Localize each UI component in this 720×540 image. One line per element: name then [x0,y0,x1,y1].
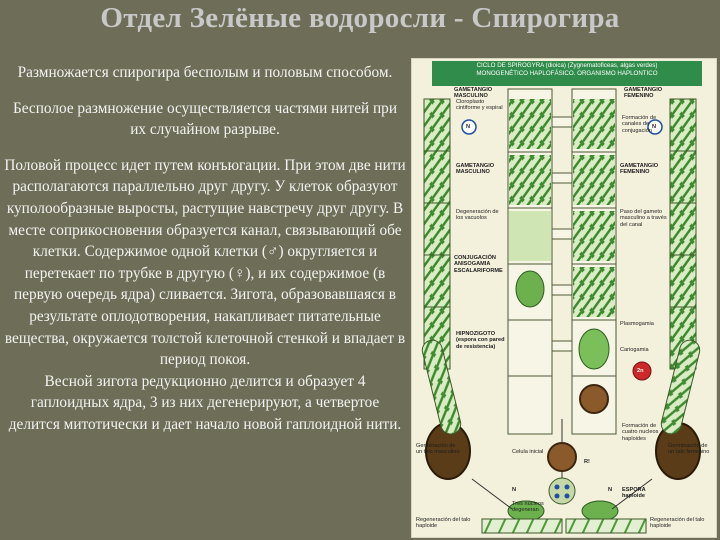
male-filament-left [423,98,451,370]
slide-title: Отдел Зелёные водоросли - Спирогира [100,2,620,34]
label-n-left: N [466,124,471,130]
meiosis-stage [507,442,619,522]
label-regeneration-right: Regeneración del talo haploide [650,517,705,530]
label-n-bottom-left: N [512,487,517,493]
label-male-germination: Germinación de un talo masculino [416,443,460,456]
label-n-bottom-right: N [608,487,613,493]
label-initial-cell: Celula inicial [512,449,544,455]
paragraph-reproduction: Размножается спирогира бесполым и половы… [17,64,393,81]
paragraph-asexual: Бесполое размножение осуществляется част… [12,99,398,139]
germinating-zygote-right [655,339,701,480]
conjugating-cells [508,99,616,414]
haploid-nucleus-left [461,119,477,135]
label-haploid-spore: ESPORA haploide [622,487,646,500]
label-2n: 2n [637,368,644,374]
label-male-gametangium: GAMETANGIO MASCULINO [454,87,493,100]
label-regeneration-left: Regeneración del talo haploide [416,517,471,530]
label-vacuole-degeneration: Degeneración de los vacuolos [456,209,499,222]
female-filament-right [669,98,697,370]
label-plasmogamy: Plasmogamia [620,321,654,327]
germinating-zygote-left [421,339,471,480]
label-gamete-passage: Paso del gameto masculino a través del c… [620,209,667,228]
label-conjugation: CONJUGACIÓN ANISOGAMIA ESCALARIFORME [454,255,503,274]
label-male-gametangium-2: GAMETANGIO MASCULINO [456,163,495,176]
label-female-gametangium-2: GAMETANGIO FEMENINO [620,163,659,176]
label-female-gametangium: GAMETANGIO FEMENINO [624,87,663,100]
label-four-nuclei: Formación de cuatro nucleos haploides [622,423,659,442]
regenerated-filament-left [481,518,563,534]
label-hypnozygote: HIPNOZIGOTO (espora con pared de resiste… [456,331,505,350]
regenerated-filament-right [565,518,647,534]
paragraph-conjugation: Половой процесс идет путем конъюгации. П… [4,156,406,369]
life-cycle-drawing [421,88,701,534]
haploid-nucleus-right [647,119,663,135]
label-three-degenerate: Tres núcleos degeneran [512,501,544,514]
figure-header: CICLO DE SPIROGYRA (dioica) (Zygnematofi… [432,61,702,86]
label-n-right: N [652,124,657,130]
cycle-arrows [471,419,653,510]
label-karyogamy: Cariogamia [620,347,649,353]
diploid-nucleus [632,361,652,381]
label-chloroplast: Cloroplasto cintiforme y espiral [456,99,503,112]
paragraph-zygote-spring: Весной зигота редукционно делится и обра… [8,372,402,433]
label-female-germination: Germinación de un talo femenino [668,443,710,456]
spirogyra-life-cycle-figure: CICLO DE SPIROGYRA (dioica) (Zygnematofi… [411,58,717,538]
label-canal-formation: Formación de canales de conjugación [622,115,657,134]
label-meiosis: R! [584,459,590,465]
slide-body: Размножается спирогира бесполым и половы… [4,62,406,436]
